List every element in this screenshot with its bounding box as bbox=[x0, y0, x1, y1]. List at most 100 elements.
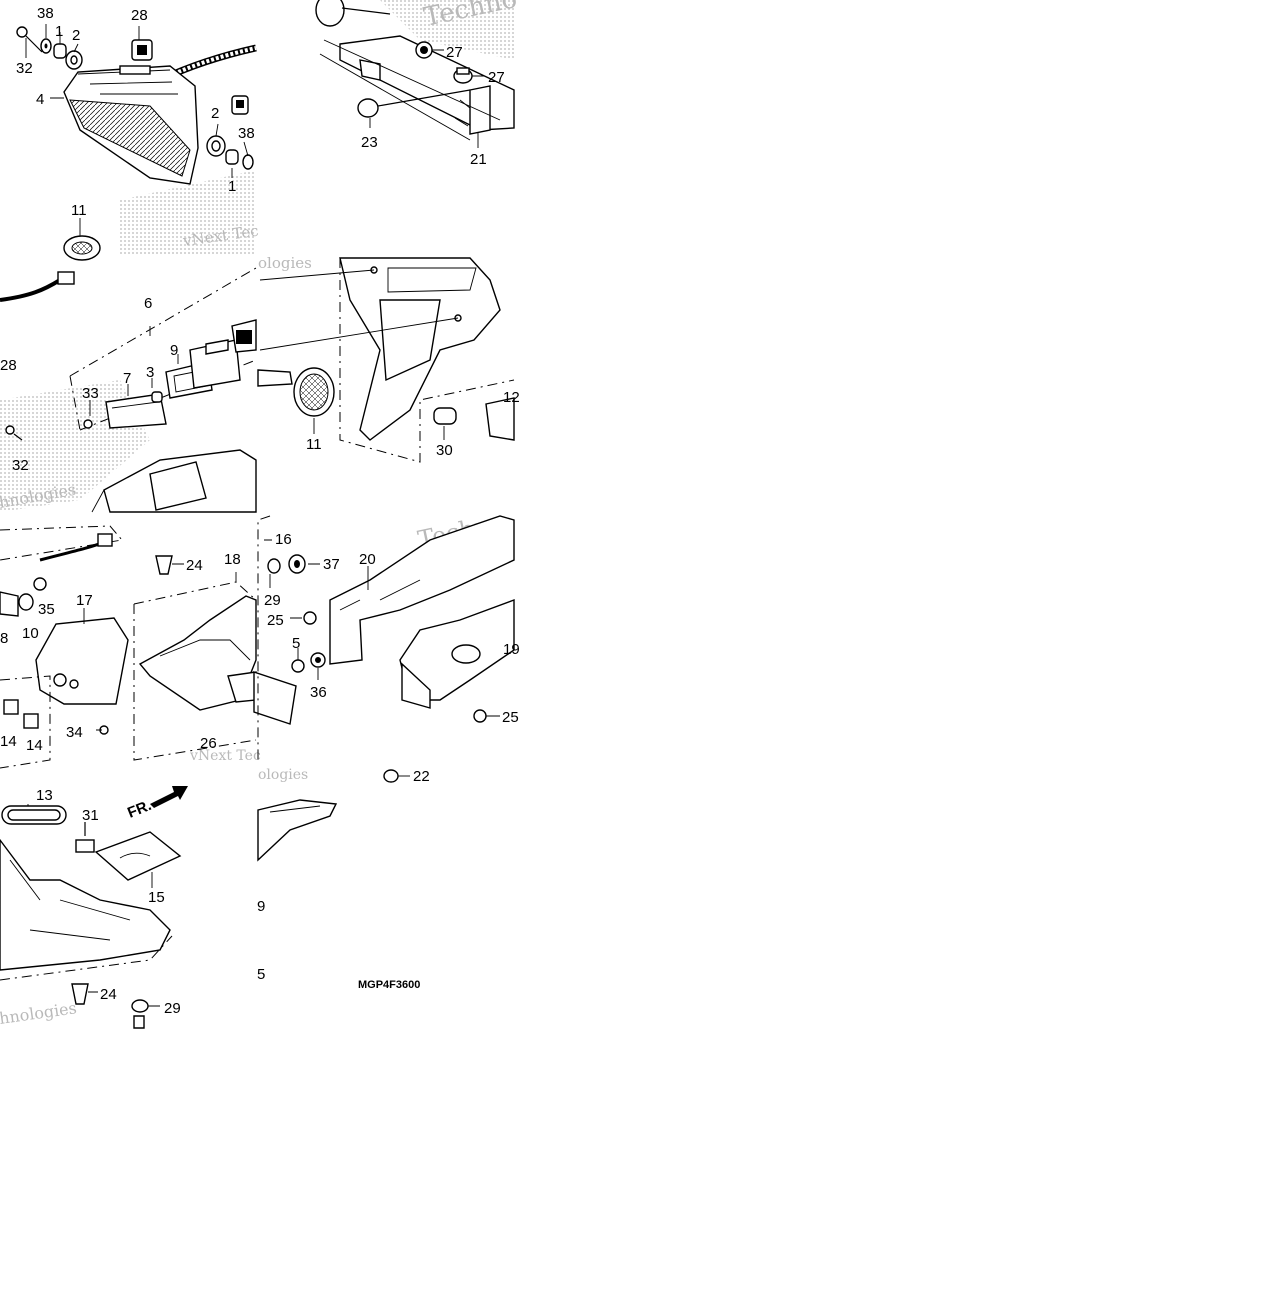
collar-1 bbox=[53, 43, 67, 59]
clip-14-right bbox=[23, 713, 39, 729]
callout-13: 13 bbox=[36, 787, 53, 804]
bolt-32 bbox=[16, 26, 43, 53]
bulb-3 bbox=[151, 391, 163, 403]
callout-9-partial: 9 bbox=[257, 898, 265, 915]
callout-38-lower: 38 bbox=[238, 125, 255, 142]
callout-1: 1 bbox=[55, 23, 63, 40]
callout-30: 30 bbox=[436, 442, 453, 459]
callout-3: 3 bbox=[146, 364, 154, 381]
tile-rear-fender: ologies 11 30 12 bbox=[231, 254, 520, 463]
callout-2: 2 bbox=[72, 27, 80, 44]
callout-17: 17 bbox=[76, 592, 93, 609]
callout-14: 14 bbox=[0, 733, 17, 750]
tile-tail-light: vNext Tec 38 1 2 28 32 4 2 38 1 11 bbox=[16, 5, 260, 261]
callout-8: 8 bbox=[0, 630, 8, 647]
callout-33: 33 bbox=[82, 385, 99, 402]
callout-18: 18 bbox=[224, 551, 241, 568]
tile-side-cover: 17 35 10 8 14 14 34 bbox=[0, 525, 129, 769]
callout-21: 21 bbox=[470, 151, 487, 168]
reflector-11-top bbox=[63, 235, 101, 261]
callout-12: 12 bbox=[503, 389, 520, 406]
callout-26: 26 bbox=[200, 735, 217, 752]
grommet-10 bbox=[18, 593, 34, 611]
collar-1-lower bbox=[225, 149, 239, 165]
stay-18 bbox=[138, 595, 257, 711]
callout-5-partial: 5 bbox=[257, 966, 265, 983]
callout-14-right: 14 bbox=[26, 737, 43, 754]
callout-27: 27 bbox=[488, 69, 505, 86]
direction-arrow: FR. bbox=[125, 786, 188, 822]
callout-24-lower: 24 bbox=[100, 986, 117, 1003]
callout-7: 7 bbox=[123, 370, 131, 387]
socket-8 bbox=[189, 339, 241, 389]
bracket-21 bbox=[319, 35, 515, 141]
callout-28: 28 bbox=[131, 7, 148, 24]
grommet-2 bbox=[65, 50, 83, 70]
nut-36 bbox=[310, 652, 326, 668]
callout-22: 22 bbox=[413, 768, 430, 785]
reflector-mount bbox=[257, 369, 293, 387]
callout-29: 29 bbox=[264, 592, 281, 609]
callout-32-mid: 32 bbox=[12, 457, 29, 474]
tile-license-bracket: Techno 27 27 23 21 bbox=[315, 0, 520, 168]
clip-24 bbox=[155, 555, 173, 575]
nut-22 bbox=[383, 769, 399, 783]
cover-17 bbox=[35, 617, 129, 705]
tray-body bbox=[0, 838, 173, 981]
bolt-25 bbox=[303, 611, 317, 625]
callout-36: 36 bbox=[310, 684, 327, 701]
lamp-housing-right bbox=[231, 319, 257, 353]
washer-38-lower bbox=[242, 154, 254, 170]
collar-37 bbox=[288, 554, 306, 574]
tile-sub-frame: Techn 16 37 20 29 25 5 36 19 25 bbox=[257, 511, 520, 760]
bolt-5 bbox=[291, 659, 305, 673]
collar-30 bbox=[433, 407, 457, 425]
seal-13 bbox=[1, 805, 67, 825]
callout-5: 5 bbox=[292, 635, 300, 652]
callout-2-lower: 2 bbox=[211, 105, 219, 122]
tile-seat-tray: hnologies FR. 13 31 15 24 29 bbox=[0, 786, 188, 1029]
watermark-text: hnologies bbox=[0, 998, 78, 1028]
frame-19 bbox=[399, 598, 515, 709]
callout-32: 32 bbox=[16, 60, 33, 77]
callout-35: 35 bbox=[38, 601, 55, 618]
callout-19: 19 bbox=[503, 641, 520, 658]
tail-light-assembly bbox=[63, 65, 199, 185]
clip-14 bbox=[3, 699, 19, 715]
label-15 bbox=[94, 831, 182, 881]
tile-undertray: vNext Tec 24 18 26 bbox=[133, 551, 297, 764]
clip-24-lower bbox=[71, 983, 89, 1005]
reflector-side bbox=[253, 671, 297, 725]
bolt-23 bbox=[357, 89, 471, 118]
callout-9: 9 bbox=[170, 342, 178, 359]
callout-27-top: 27 bbox=[446, 44, 463, 61]
callout-15: 15 bbox=[148, 889, 165, 906]
callout-38: 38 bbox=[37, 5, 54, 22]
drawing-code: MGP4F3600 bbox=[358, 979, 420, 991]
callout-25: 25 bbox=[267, 612, 284, 629]
grommet-28 bbox=[131, 39, 153, 61]
grommet-28-right bbox=[231, 95, 249, 115]
callout-11: 11 bbox=[306, 436, 322, 453]
tile-license-light: hnologies 6 28 33 7 3 9 32 bbox=[0, 267, 257, 513]
callout-25-lower: 25 bbox=[502, 709, 519, 726]
tile-drawing-code: ologies 22 9 5 MGP4F3600 bbox=[257, 767, 430, 991]
callout-31: 31 bbox=[82, 807, 99, 824]
socket-8-partial bbox=[0, 591, 19, 617]
grommet-2-lower bbox=[206, 135, 226, 157]
callout-1-lower: 1 bbox=[228, 178, 236, 195]
washer-38 bbox=[40, 38, 52, 54]
watermark-text: ologies bbox=[258, 254, 312, 272]
lens-7 bbox=[105, 393, 167, 429]
bolt-25-lower bbox=[473, 709, 487, 723]
callout-24: 24 bbox=[186, 557, 203, 574]
nut-35 bbox=[33, 577, 47, 591]
callout-23: 23 bbox=[361, 134, 378, 151]
callout-34: 34 bbox=[66, 724, 83, 741]
watermark-text: ologies bbox=[258, 767, 308, 783]
callout-20: 20 bbox=[359, 551, 376, 568]
direction-label: FR. bbox=[125, 797, 154, 822]
callout-11-top: 11 bbox=[71, 202, 87, 219]
bracket-20 bbox=[329, 515, 515, 665]
